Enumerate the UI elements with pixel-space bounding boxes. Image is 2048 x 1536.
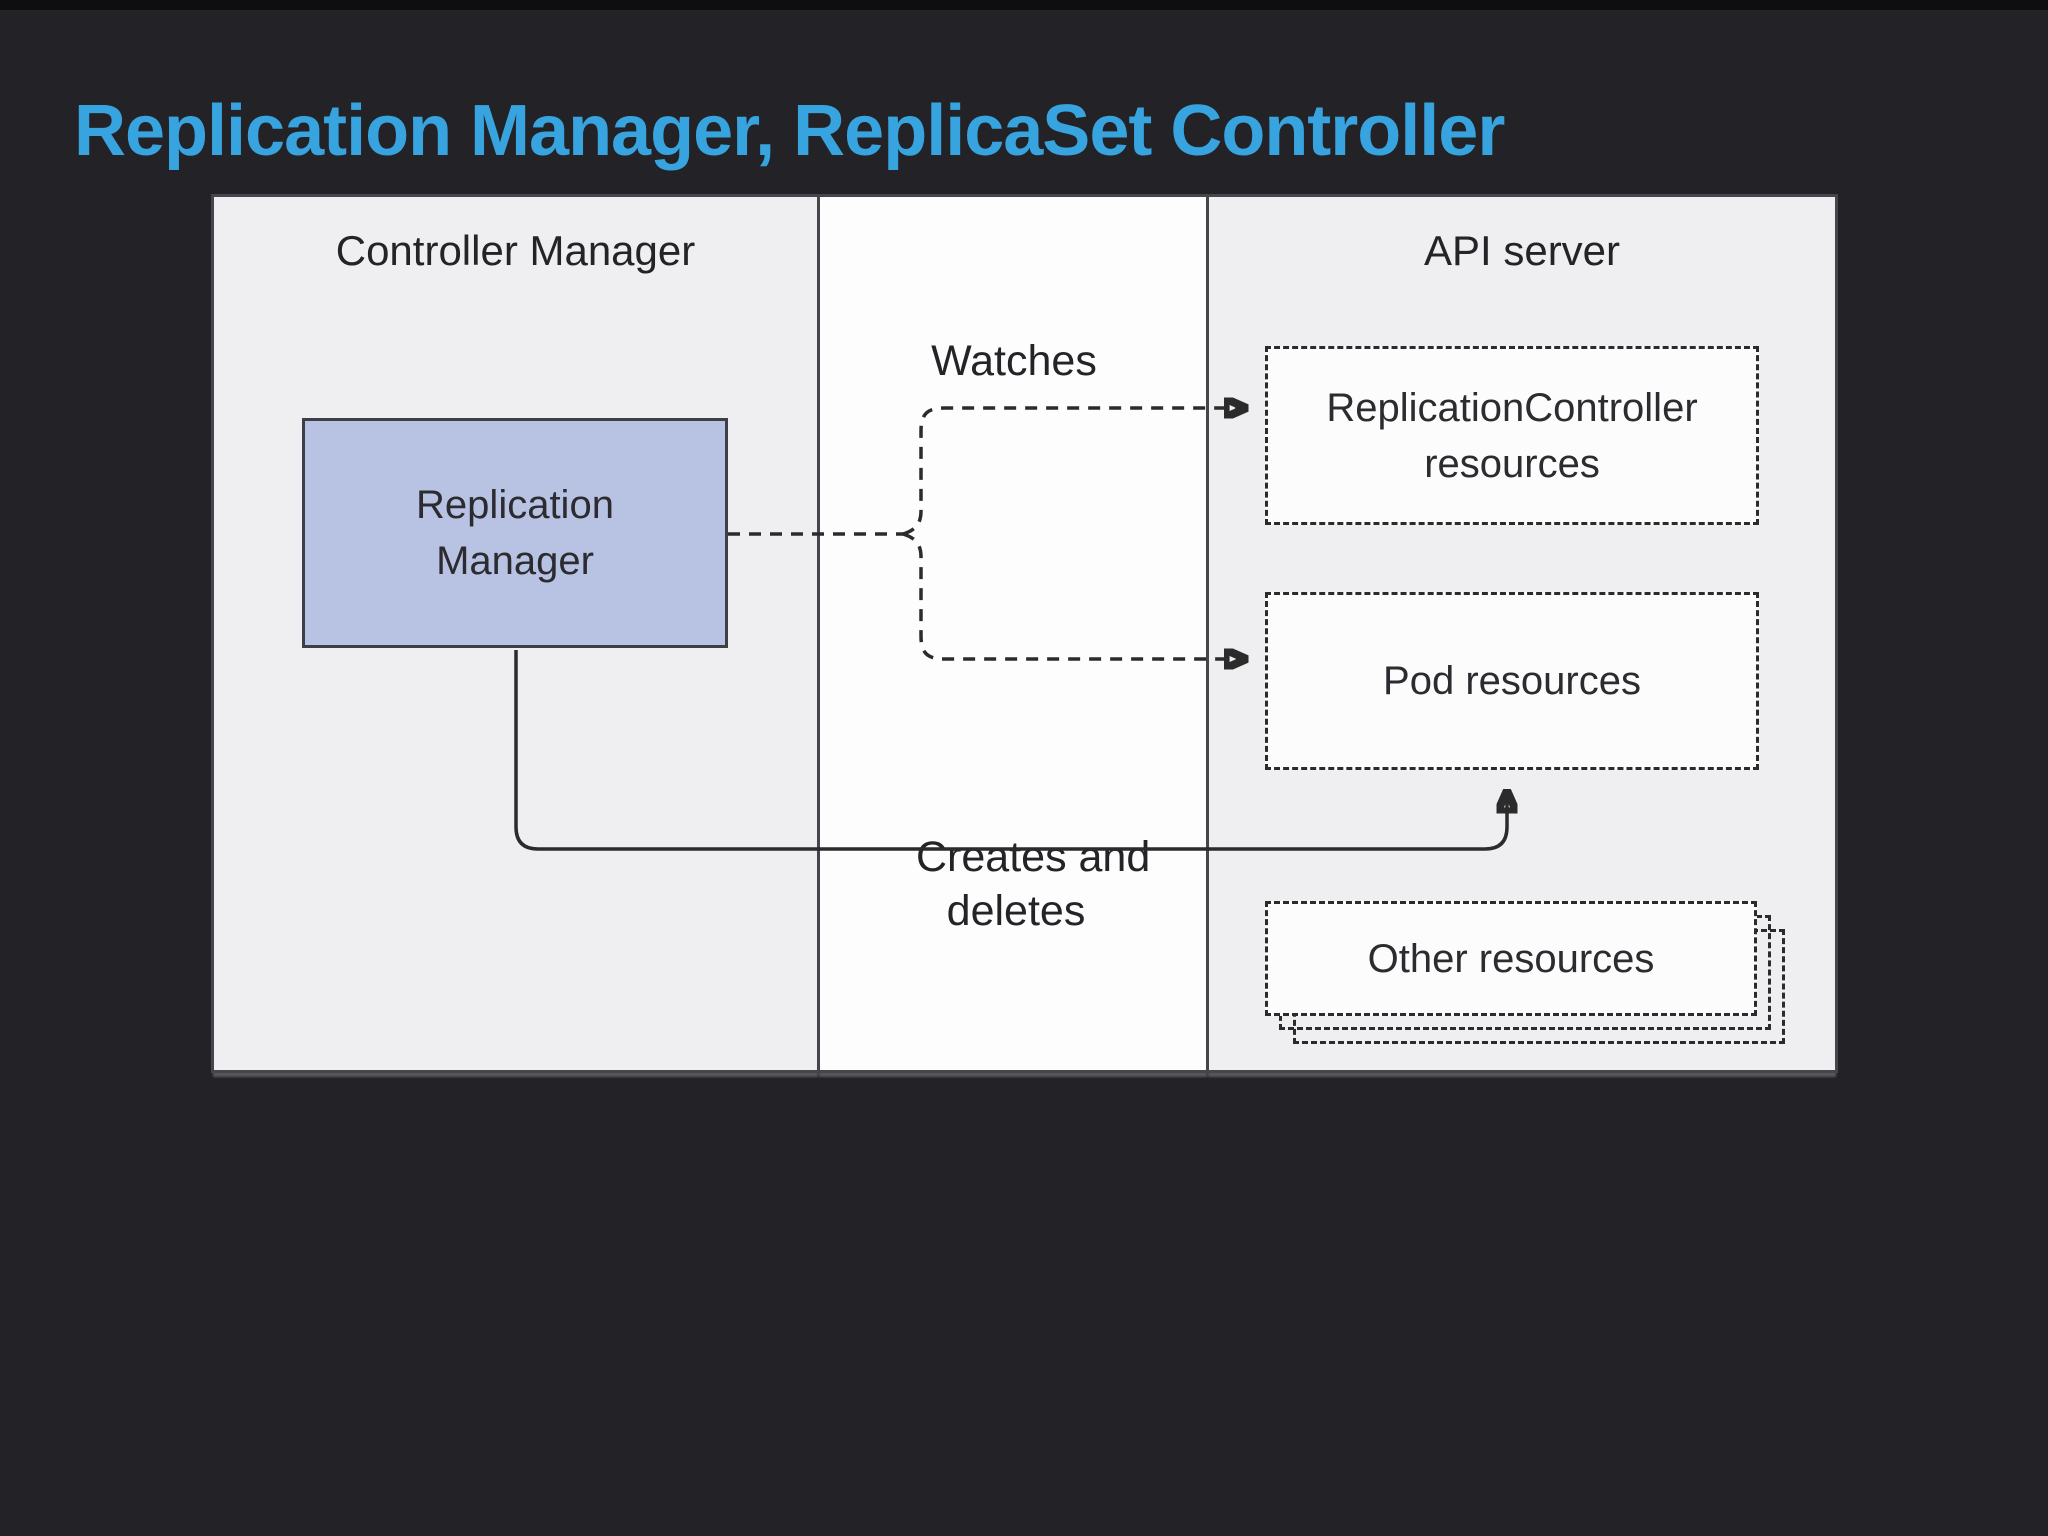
replication-manager-label-line1: Replication: [416, 483, 614, 527]
other-resources-node: Other resources: [1265, 901, 1757, 1016]
pod-resources-node: Pod resources: [1265, 592, 1759, 770]
slide-top-strip: [0, 0, 2048, 10]
watches-edge-label: Watches: [931, 337, 1097, 385]
other-resources-label: Other resources: [1367, 936, 1655, 981]
pod-resources-label: Pod resources: [1383, 659, 1641, 703]
replication-manager-node: Replication Manager: [302, 418, 728, 648]
creates-deletes-label-line1: Creates and: [916, 833, 1151, 881]
rc-resources-label-line1: ReplicationController: [1326, 385, 1698, 430]
replication-manager-label-line2: Manager: [436, 539, 594, 583]
api-server-panel-title: API server: [1423, 227, 1621, 274]
interaction-lane: [817, 194, 1209, 1073]
creates-deletes-edge-label: Creates and deletes: [916, 830, 1150, 938]
creates-deletes-label-line2: deletes: [946, 887, 1086, 935]
controller-manager-panel-title: Controller Manager: [335, 227, 696, 274]
rc-resources-label-line2: resources: [1424, 441, 1600, 486]
replication-controller-resources-node: ReplicationController resources: [1265, 346, 1759, 525]
page-title: Replication Manager, ReplicaSet Controll…: [74, 91, 1505, 172]
architecture-diagram: Controller Manager API server Replicatio…: [211, 194, 1838, 1073]
